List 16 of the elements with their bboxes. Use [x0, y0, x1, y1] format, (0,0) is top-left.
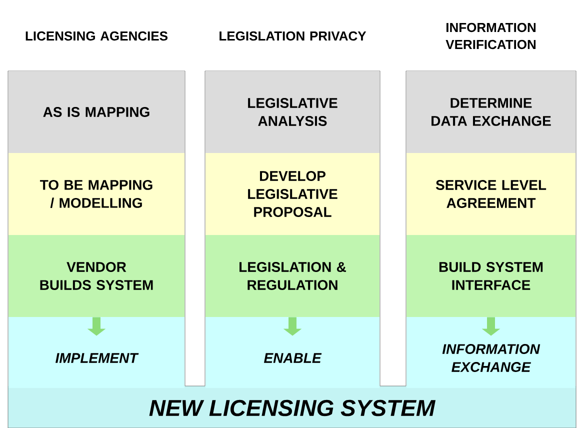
stage-band: AS IS MAPPING: [8, 71, 184, 153]
result-band: ENABLE: [206, 317, 380, 388]
stage-band: SERVICE LEVEL AGREEMENT: [406, 153, 576, 235]
stage-band: VENDOR BUILDS SYSTEM: [8, 235, 184, 317]
stage-band: TO BE MAPPING / MODELLING: [8, 153, 184, 235]
system-band: NEW LICENSING SYSTEM: [8, 386, 576, 428]
stage-band: DETERMINE DATA EXCHANGE: [406, 71, 576, 153]
stage-band: LEGISLATION & REGULATION: [206, 235, 380, 317]
column-heading: INFORMATION VERIFICATION: [446, 22, 536, 50]
column-heading: LEGISLATION PRIVACY: [220, 31, 366, 41]
stage-band: DEVELOP LEGISLATIVE PROPOSAL: [206, 153, 380, 235]
result-band: IMPLEMENT: [8, 317, 184, 388]
column-heading: LICENSING AGENCIES: [26, 31, 168, 41]
stage-band: LEGISLATIVE ANALYSIS: [206, 71, 380, 153]
result-band: INFORMATION EXCHANGE: [406, 317, 576, 388]
stage-band: BUILD SYSTEM INTERFACE: [406, 235, 576, 317]
